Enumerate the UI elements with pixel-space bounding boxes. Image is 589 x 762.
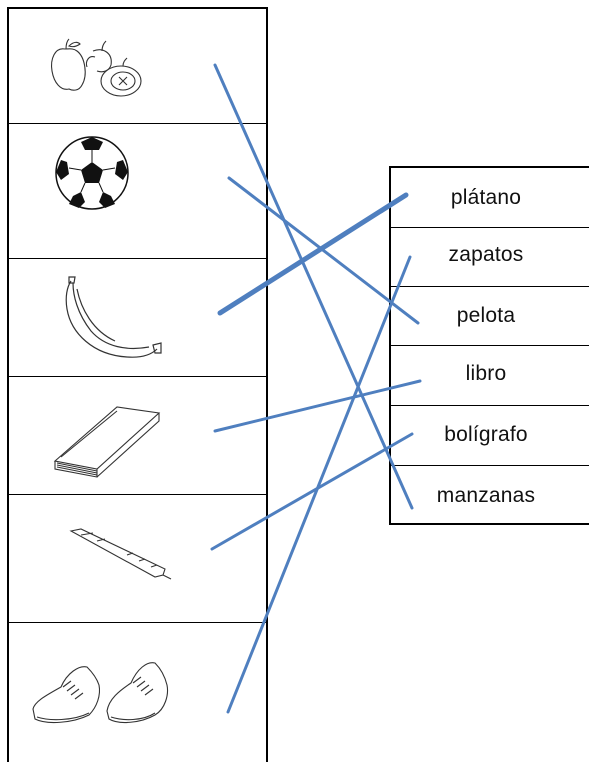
word-column: plátano zapatos pelota libro bolígrafo m… xyxy=(389,166,589,525)
sneakers-icon xyxy=(32,662,169,724)
picture-cell-banana xyxy=(7,258,268,376)
picture-cell-book xyxy=(7,376,268,494)
match-line-book-libro[interactable] xyxy=(213,379,422,433)
word-cell-4: libro xyxy=(389,345,589,405)
word-cell-5: bolígrafo xyxy=(389,405,589,465)
match-line-ball-pelota[interactable] xyxy=(227,176,420,325)
word-cell-3: pelota xyxy=(389,286,589,345)
word-cell-6: manzanas xyxy=(389,465,589,525)
picture-cell-apples xyxy=(7,7,268,123)
apples-icon xyxy=(51,38,142,97)
word-zapatos: zapatos xyxy=(448,243,524,266)
word-platano: plátano xyxy=(450,186,522,209)
word-manzanas: manzanas xyxy=(436,484,536,507)
book-icon xyxy=(53,406,161,478)
word-libro: libro xyxy=(465,362,507,385)
picture-cell-soccer-ball xyxy=(7,123,268,258)
word-cell-1: plátano xyxy=(389,166,589,227)
soccer-ball-icon xyxy=(55,136,129,210)
match-line-pen-boligrafo[interactable] xyxy=(210,432,414,551)
word-cell-2: zapatos xyxy=(389,227,589,286)
banana-icon xyxy=(65,276,162,358)
pen-icon xyxy=(69,528,172,580)
match-line-banana-platano[interactable] xyxy=(217,192,409,316)
word-boligrafo: bolígrafo xyxy=(444,423,528,446)
word-pelota: pelota xyxy=(456,304,516,327)
match-line-apples-manzanas[interactable] xyxy=(213,63,414,510)
match-line-sneakers-zapatos[interactable] xyxy=(226,255,412,714)
picture-column xyxy=(7,7,270,762)
picture-cell-sneakers xyxy=(7,622,268,762)
picture-cell-pen xyxy=(7,494,268,622)
